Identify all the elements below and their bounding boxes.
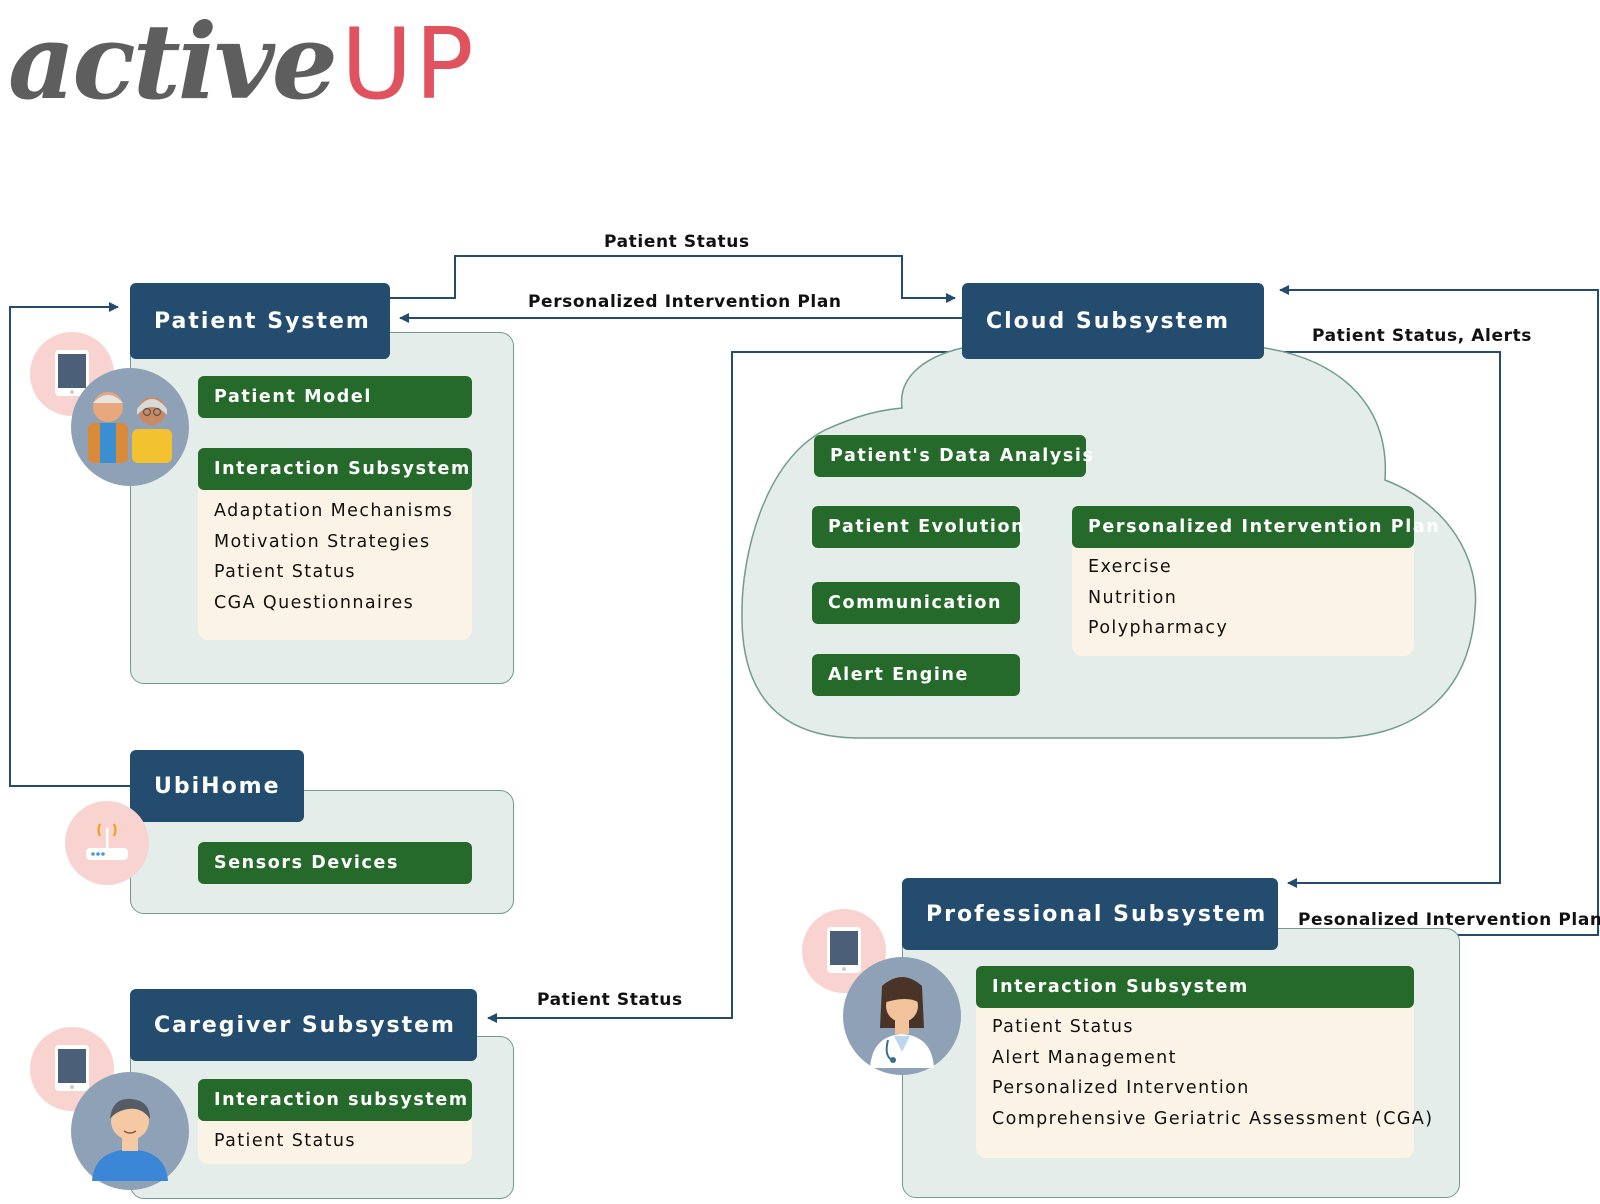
caregiver-header: Caregiver Subsystem [130,989,477,1061]
router-icon [65,801,149,885]
patient-evolution-module: Patient Evolution [812,506,1024,548]
doctor-avatar-icon [843,957,961,1075]
intervention-plan-module: Personalized Intervention Plan [1072,506,1439,548]
patient-model-module: Patient Model [198,376,472,418]
list-item: Alert Management [992,1047,1177,1068]
list-item: Comprehensive Geriatric Assessment (CGA) [992,1108,1434,1129]
label-patient-status-top: Patient Status [604,232,750,252]
caregiver-interaction-module: Interaction subsystem [198,1079,472,1121]
patient-interaction-list: Adaptation Mechanisms Motivation Strateg… [198,470,472,640]
cloud-to-caregiver-line [487,351,962,1023]
professional-interaction-list: Patient Status Alert Management Personal… [976,986,1434,1158]
patient-system-header: Patient System [130,283,390,359]
list-item: Motivation Strategies [214,531,431,552]
ubihome-header: UbiHome [130,750,304,822]
patient-to-cloud-line [386,255,956,303]
patient-interaction-module: Interaction Subsystem [198,448,472,490]
list-item: Exercise [1088,557,1173,577]
sensors-devices-module: Sensors Devices [198,842,472,884]
label-pesonalized-plan: Pesonalized Intervention Plan [1298,910,1600,930]
list-item: Polypharmacy [1088,618,1229,638]
professional-interaction-module: Interaction Subsystem [976,966,1414,1008]
list-item: Patient Status [214,562,356,582]
label-patient-status-caregiver: Patient Status [537,990,683,1010]
cloud-subsystem-header: Cloud Subsystem [962,283,1264,359]
logo-text-active: active [8,0,338,123]
activeup-logo: activeUP [8,0,476,123]
communication-module: Communication [812,582,1020,624]
label-status-alerts: Patient Status, Alerts [1312,326,1533,346]
list-item: Nutrition [1088,587,1178,608]
caregiver-avatar-icon [71,1072,189,1190]
list-item: Adaptation Mechanisms [214,501,454,521]
list-item: CGA Questionnaires [214,592,415,613]
professional-header: Professional Subsystem [902,878,1278,950]
label-personalized-plan: Personalized Intervention Plan [528,292,842,312]
ubihome-to-patient-line [9,302,130,787]
data-analysis-module: Patient's Data Analysis [814,435,1093,477]
list-item: Patient Status [214,1131,356,1151]
list-item: Personalized Intervention [992,1078,1250,1098]
logo-text-up: UP [340,8,476,122]
cloud-to-professional-line [1268,351,1501,888]
intervention-plan-list: Exercise Nutrition Polypharmacy [1072,528,1414,656]
elderly-couple-icon [71,368,189,486]
alert-engine-module: Alert Engine [812,654,1020,696]
list-item: Patient Status [992,1017,1134,1037]
